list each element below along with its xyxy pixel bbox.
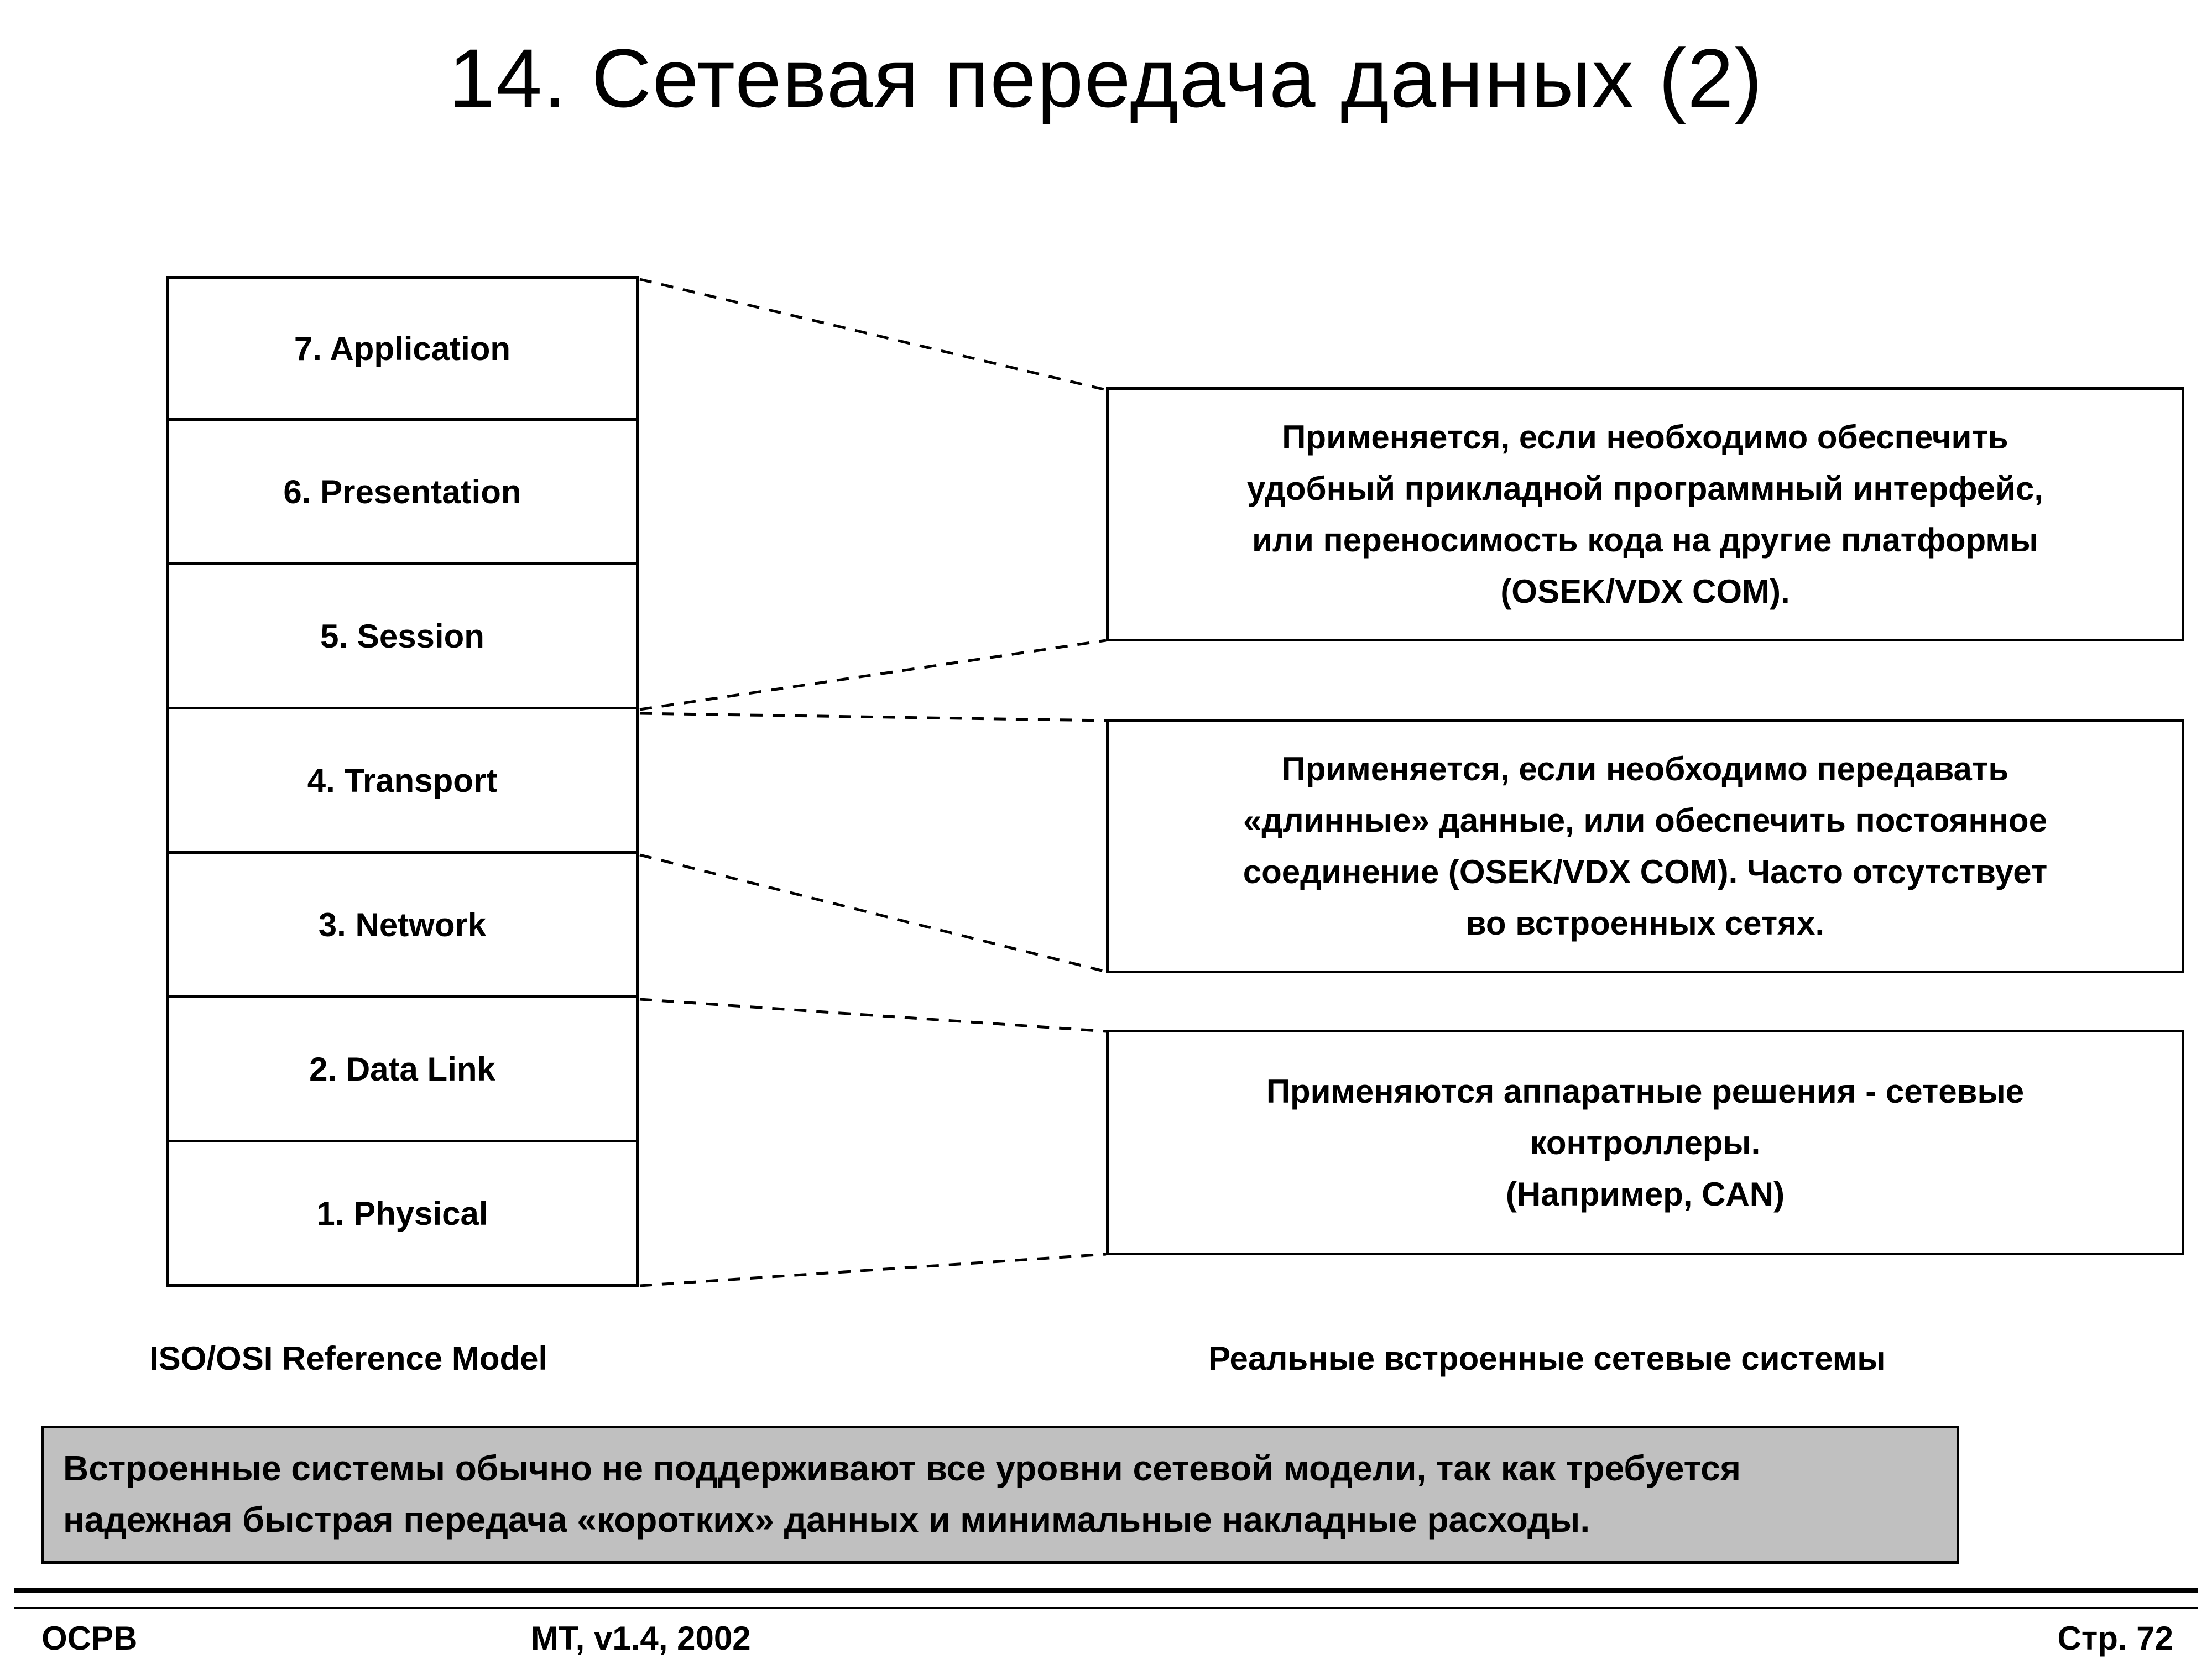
osi-layer-physical: 1. Physical — [166, 1142, 639, 1287]
osi-layer-presentation: 6. Presentation — [166, 421, 639, 565]
connector-physical-to-box3-bottom — [639, 1253, 1107, 1287]
osi-layer-application: 7. Application — [166, 276, 639, 421]
footer: ОСРВ МТ, v1.4, 2002 Стр. 72 — [0, 1619, 2212, 1659]
osi-layer-session: 5. Session — [166, 565, 639, 709]
annotation-box-lower-layers: Применяются аппаратные решения - сетевые… — [1106, 1030, 2184, 1255]
connector-session-to-box2-top — [639, 712, 1107, 722]
footer-page-number: Стр. 72 — [2057, 1620, 2173, 1657]
connector-transport-to-box2-bottom — [639, 853, 1107, 973]
osi-layer-transport: 4. Transport — [166, 709, 639, 854]
connector-app-to-box1-top — [639, 278, 1107, 392]
note-box: Встроенные системы обычно не поддерживаю… — [41, 1426, 1959, 1564]
osi-stack: 7. Application 6. Presentation 5. Sessio… — [166, 276, 639, 1287]
annotations-caption: Реальные встроенные сетевые системы — [1208, 1340, 1886, 1377]
footer-course-label: ОСРВ — [41, 1620, 138, 1657]
slide-title: 14. Сетевая передача данных (2) — [448, 32, 1764, 124]
connector-network-to-box3-top — [639, 998, 1107, 1033]
annotation-box-transport: Применяется, если необходимо передавать … — [1106, 719, 2184, 973]
annotation-box-upper-layers: Применяется, если необходимо обеспечить … — [1106, 387, 2184, 641]
connector-session-to-box1-bottom — [639, 639, 1107, 711]
footer-rule-bottom — [14, 1607, 2198, 1609]
footer-rule-top — [14, 1588, 2198, 1593]
osi-stack-caption: ISO/OSI Reference Model — [149, 1340, 548, 1377]
osi-layer-network: 3. Network — [166, 854, 639, 998]
osi-layer-data-link: 2. Data Link — [166, 998, 639, 1142]
footer-version-label: МТ, v1.4, 2002 — [531, 1620, 751, 1657]
